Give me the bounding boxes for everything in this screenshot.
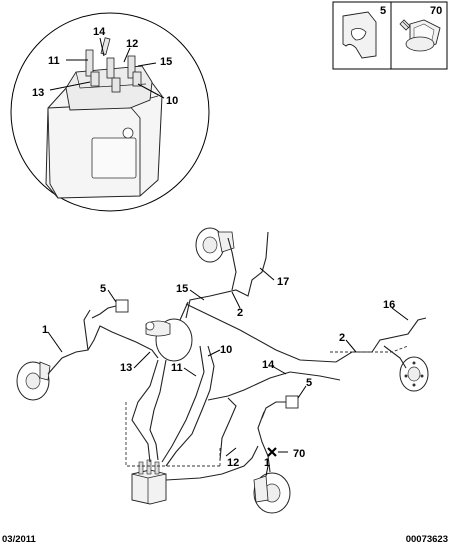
callout-14: 14 (262, 359, 275, 371)
bolt-mark-icon (267, 447, 277, 457)
master-cylinder (145, 318, 193, 362)
rear-left-disc (16, 361, 51, 401)
footer-reference: 00073623 (406, 534, 448, 545)
callout-17: 17 (277, 276, 289, 288)
callout-5-rear: 5 (306, 377, 312, 389)
inset-label-bolt: 70 (430, 5, 442, 17)
brake-pipe-layout: 17 15 2 5 1 10 13 11 14 16 2 5 12 1 70 (16, 227, 429, 514)
callout-12: 12 (227, 457, 239, 469)
detail-callout-13: 13 (32, 87, 44, 99)
rear-right-disc (253, 472, 291, 514)
front-right-disc (399, 356, 429, 392)
detail-callout-11: 11 (48, 55, 60, 67)
wheel-sensor-rear (261, 395, 299, 419)
callout-2-front: 2 (237, 307, 243, 319)
callout-5-front: 5 (100, 283, 106, 295)
clip-icon (342, 11, 377, 59)
callout-11: 11 (171, 362, 183, 374)
abs-unit (131, 459, 167, 505)
callout-16: 16 (383, 299, 395, 311)
callout-13: 13 (120, 362, 132, 374)
detail-callout-15: 15 (160, 56, 172, 68)
callout-10: 10 (220, 344, 232, 356)
parts-inset: 5 70 (332, 1, 448, 70)
detail-callout-10: 10 (166, 95, 178, 107)
callout-1-rear-left: 1 (42, 324, 48, 336)
bolt-icon (399, 19, 441, 52)
callout-70: 70 (293, 448, 305, 460)
front-left-disc (195, 227, 235, 263)
abs-unit-detail: 14 12 11 15 13 10 (10, 12, 210, 212)
callout-15: 15 (176, 283, 188, 295)
callout-2-right: 2 (339, 332, 345, 344)
footer-date: 03/2011 (2, 534, 37, 545)
callout-1-rear-right: 1 (264, 457, 270, 469)
detail-callout-14: 14 (93, 26, 106, 38)
inset-label-clip: 5 (380, 5, 386, 17)
detail-callout-12: 12 (126, 38, 138, 50)
wheel-sensor-front (91, 299, 129, 319)
